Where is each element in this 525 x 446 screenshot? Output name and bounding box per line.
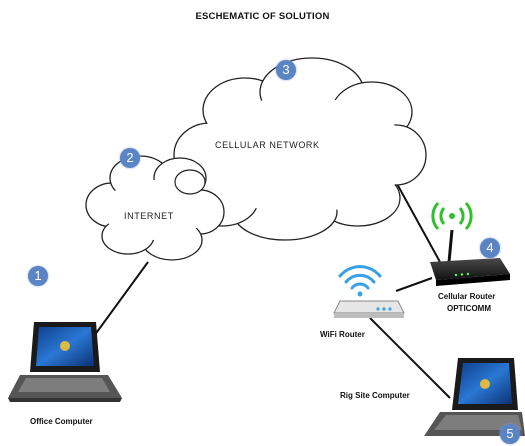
cellular-network-cloud (173, 57, 427, 241)
rig-site-computer-label: Rig Site Computer (340, 391, 410, 400)
cellular-router-label: Cellular Router (438, 292, 496, 301)
cellular-router-model-label: OPTICOMM (447, 304, 491, 313)
marker-5: 5 (500, 424, 520, 444)
rig-site-computer-laptop (424, 358, 525, 436)
cloud-overlap-bubble (174, 169, 206, 195)
marker-3: 3 (276, 60, 296, 80)
internet-cloud (85, 155, 225, 261)
link-router-wifi (395, 277, 433, 292)
marker-4: 4 (480, 238, 500, 258)
marker-1: 1 (28, 266, 48, 286)
link-wifi-rigsite (369, 317, 451, 399)
cellular-network-label: CELLULAR NETWORK (215, 140, 320, 150)
wifi-waves-icon (338, 265, 382, 297)
office-computer-label: Office Computer (30, 417, 93, 426)
signal-icon (431, 201, 473, 231)
diagram-title: ESCHEMATIC OF SOLUTION (195, 11, 330, 22)
office-computer-laptop (8, 322, 122, 402)
wifi-router-device (333, 300, 405, 318)
wifi-router-label: WiFi Router (320, 330, 365, 339)
link-cellular-router (395, 181, 441, 263)
marker-2: 2 (120, 148, 140, 168)
cellular-router-device (430, 229, 510, 286)
internet-label: INTERNET (124, 211, 174, 221)
